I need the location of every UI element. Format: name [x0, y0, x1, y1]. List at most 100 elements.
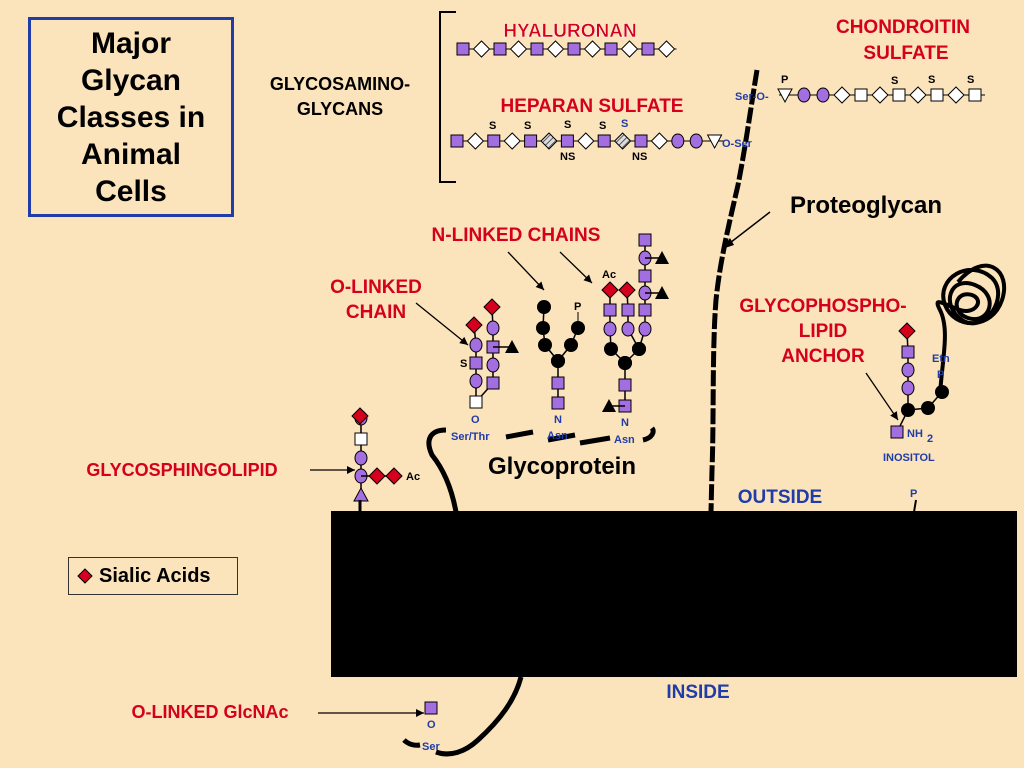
purple-square-sugar — [638, 269, 652, 283]
gpi-p1-label: P — [937, 369, 944, 381]
purple-square-sugar — [567, 42, 581, 56]
purple-square-sugar — [524, 134, 538, 148]
white-square-sugar — [892, 88, 906, 102]
sialic-acid-sugar — [618, 281, 636, 299]
diagram-title: Major Glycan Classes in Animal Cells — [56, 26, 206, 208]
purple-circle-sugar — [354, 450, 368, 466]
purple-square-sugar — [621, 303, 635, 317]
white-diamond-sugar — [909, 86, 927, 104]
purple-circle-sugar — [621, 321, 635, 337]
purple-square-sugar — [486, 376, 500, 390]
n2-asn-label: Asn — [614, 434, 635, 446]
purple-triangle-sugar — [353, 486, 369, 502]
glycoprotein-backbone — [426, 427, 459, 513]
cytosolic-protein-2 — [402, 738, 421, 748]
white-diamond-sugar — [833, 86, 851, 104]
white-square-sugar — [469, 395, 483, 409]
sialic-acid-sugar — [351, 407, 369, 425]
black-circle-sugar — [632, 342, 646, 356]
legend-box: Sialic Acids — [68, 557, 238, 595]
label-gpi-3: ANCHOR — [781, 346, 865, 367]
label-chondroitin-2: SULFATE — [863, 43, 948, 64]
ser-thr-label: Ser/Thr — [451, 431, 490, 443]
black-triangle-sugar — [655, 286, 669, 299]
purple-square-sugar — [901, 345, 915, 359]
purple-square-sugar — [487, 134, 501, 148]
sialic-acid-sugar — [368, 467, 386, 485]
hs-s2-label: S — [524, 120, 531, 132]
label-arrow-head — [583, 274, 592, 283]
label-gag-1: GLYCOSAMINO- — [270, 74, 410, 94]
purple-square-sugar — [618, 378, 632, 392]
purple-circle-sugar — [469, 373, 483, 389]
label-arrow — [507, 251, 545, 291]
label-arrow-head — [459, 336, 468, 345]
n1-p-label: P — [574, 301, 581, 313]
white-diamond-sugar — [509, 40, 528, 58]
hs-s3-label: S — [564, 119, 571, 131]
purple-square-sugar — [551, 396, 565, 410]
hs-s5-label: S — [621, 118, 628, 130]
black-circle-sugar — [551, 354, 565, 368]
purple-square-sugar — [530, 42, 544, 56]
sialic-acid-sugar — [385, 467, 403, 485]
cell-membrane — [331, 511, 1017, 677]
etn-label: Etn — [932, 353, 950, 365]
label-arrow — [865, 372, 899, 421]
white-square-sugar — [968, 88, 982, 102]
nh2-subscript: 2 — [927, 433, 933, 445]
black-triangle-sugar — [505, 340, 519, 353]
purple-square-sugar — [450, 134, 464, 148]
black-circle-sugar — [538, 338, 552, 352]
purple-circle-sugar — [797, 87, 811, 103]
purple-circle-sugar — [816, 87, 830, 103]
white-diamond-sugar — [650, 132, 669, 150]
inositol-label: INOSITOL — [883, 452, 935, 464]
white-diamond-sugar — [620, 40, 639, 58]
n1-n-label: N — [554, 414, 562, 426]
white-diamond-sugar — [503, 132, 521, 150]
purple-square-sugar — [604, 42, 618, 56]
purple-circle-sugar — [486, 357, 500, 373]
label-arrow-head — [347, 466, 355, 474]
ol-o-label: O — [471, 414, 480, 426]
purple-square-sugar — [551, 376, 565, 390]
purple-circle-sugar — [901, 362, 915, 378]
purple-square-sugar — [641, 42, 655, 56]
white-square-sugar — [854, 88, 868, 102]
white-diamond-sugar — [657, 40, 676, 58]
black-circle-sugar — [618, 356, 632, 370]
purple-square-sugar — [456, 42, 470, 56]
n2-ac-label: Ac — [602, 269, 616, 281]
purple-square-sugar — [603, 303, 617, 317]
label-heparan: HEPARAN SULFATE — [501, 96, 684, 117]
label-gpi-2: LIPID — [799, 321, 848, 342]
sialic-acid-sugar — [601, 281, 619, 299]
label-nlinked: N-LINKED CHAINS — [432, 225, 601, 246]
glycoprotein-backbone-4 — [579, 435, 611, 446]
label-olinked-glcnac: O-LINKED GlcNAc — [131, 702, 288, 722]
hs-ns1-label: NS — [560, 151, 575, 163]
ser-o-label: Ser-O- — [735, 91, 769, 103]
purple-circle-sugar — [638, 321, 652, 337]
white-diamond-sugar — [466, 132, 485, 150]
purple-circle-sugar — [486, 320, 500, 336]
black-circle-sugar — [604, 342, 618, 356]
purple-circle-sugar — [603, 321, 617, 337]
white-diamond-sugar — [871, 86, 889, 104]
title-box: Major Glycan Classes in Animal Cells — [28, 17, 234, 217]
white-diamond-sugar — [472, 40, 491, 58]
purple-square-sugar — [469, 356, 483, 370]
label-arrow-head — [416, 709, 424, 717]
purple-square-sugar — [597, 134, 611, 148]
label-arrow — [415, 302, 469, 346]
o-ser-label: O-Ser — [722, 138, 753, 150]
proteoglycan-arrow-head — [722, 238, 734, 249]
purple-square-sugar — [560, 134, 574, 148]
proteoglycan-core-protein — [708, 69, 760, 513]
label-outside: OUTSIDE — [738, 487, 822, 508]
sialic-acid-sugar — [483, 298, 501, 316]
purple-circle-sugar — [689, 133, 703, 149]
white-diamond-sugar — [947, 86, 965, 104]
